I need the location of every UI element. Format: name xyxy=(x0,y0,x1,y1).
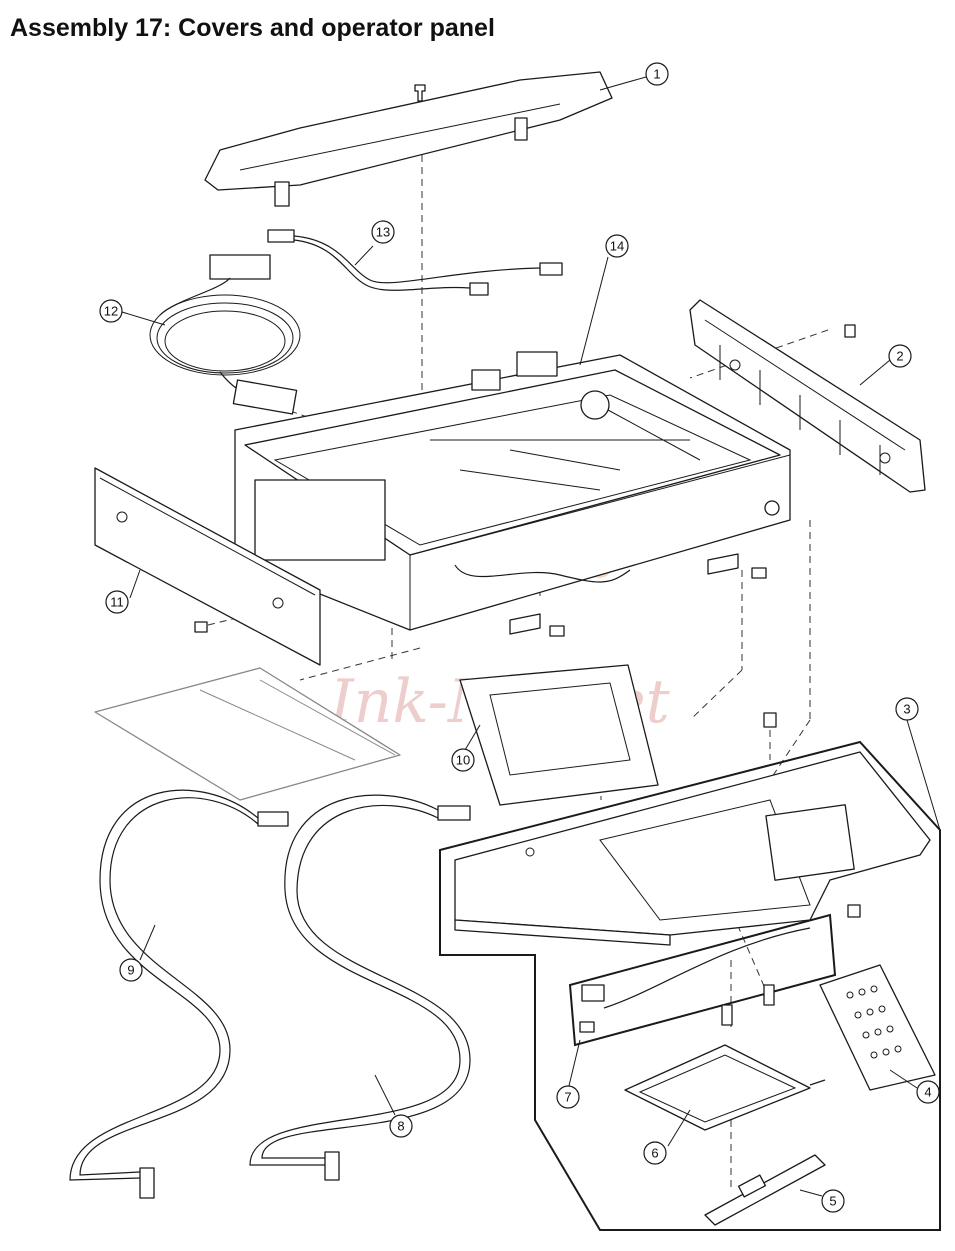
part-side-cover xyxy=(689,299,926,493)
part-cable-9 xyxy=(69,789,289,1199)
callout-9: 9 xyxy=(119,958,143,982)
page-title: Assembly 17: Covers and operator panel xyxy=(10,14,495,42)
callout-leaders xyxy=(121,76,941,1197)
callout-11: 11 xyxy=(105,590,129,614)
part-cable-8 xyxy=(249,794,471,1181)
part-lcd xyxy=(624,1044,826,1131)
svg-text:12: 12 xyxy=(104,304,118,319)
svg-text:5: 5 xyxy=(829,1194,836,1209)
callout-8: 8 xyxy=(389,1114,413,1138)
svg-text:6: 6 xyxy=(651,1146,658,1161)
callout-3: 3 xyxy=(895,697,919,721)
svg-text:9: 9 xyxy=(127,963,134,978)
callout-10: 10 xyxy=(451,748,475,772)
callout-1: 1 xyxy=(645,62,669,86)
callout-4: 4 xyxy=(916,1080,940,1104)
svg-text:4: 4 xyxy=(924,1085,931,1100)
callout-13: 13 xyxy=(371,220,395,244)
part-small-board xyxy=(568,913,837,1047)
part-ribbon-cable xyxy=(267,229,563,296)
svg-text:8: 8 xyxy=(397,1119,404,1134)
svg-text:7: 7 xyxy=(564,1090,571,1105)
part-front-cover xyxy=(94,467,321,666)
part-coiled-cable xyxy=(149,254,301,415)
callout-14: 14 xyxy=(605,234,629,258)
callout-6: 6 xyxy=(643,1141,667,1165)
part-glass-plate xyxy=(94,667,401,801)
part-display-bezel xyxy=(459,664,659,806)
part-top-bracket xyxy=(204,71,613,207)
callout-2: 2 xyxy=(888,344,912,368)
svg-text:10: 10 xyxy=(456,753,470,768)
part-inverter-board xyxy=(704,1154,826,1226)
svg-text:1: 1 xyxy=(653,67,660,82)
svg-text:13: 13 xyxy=(376,225,390,240)
part-operator-panel-cover xyxy=(439,712,941,1231)
part-keypad-board xyxy=(819,964,936,1091)
svg-text:14: 14 xyxy=(610,239,624,254)
callout-12: 12 xyxy=(99,299,123,323)
callout-5: 5 xyxy=(821,1189,845,1213)
svg-text:2: 2 xyxy=(896,349,903,364)
svg-text:11: 11 xyxy=(110,595,124,610)
svg-text:3: 3 xyxy=(903,702,910,717)
callout-7: 7 xyxy=(556,1085,580,1109)
